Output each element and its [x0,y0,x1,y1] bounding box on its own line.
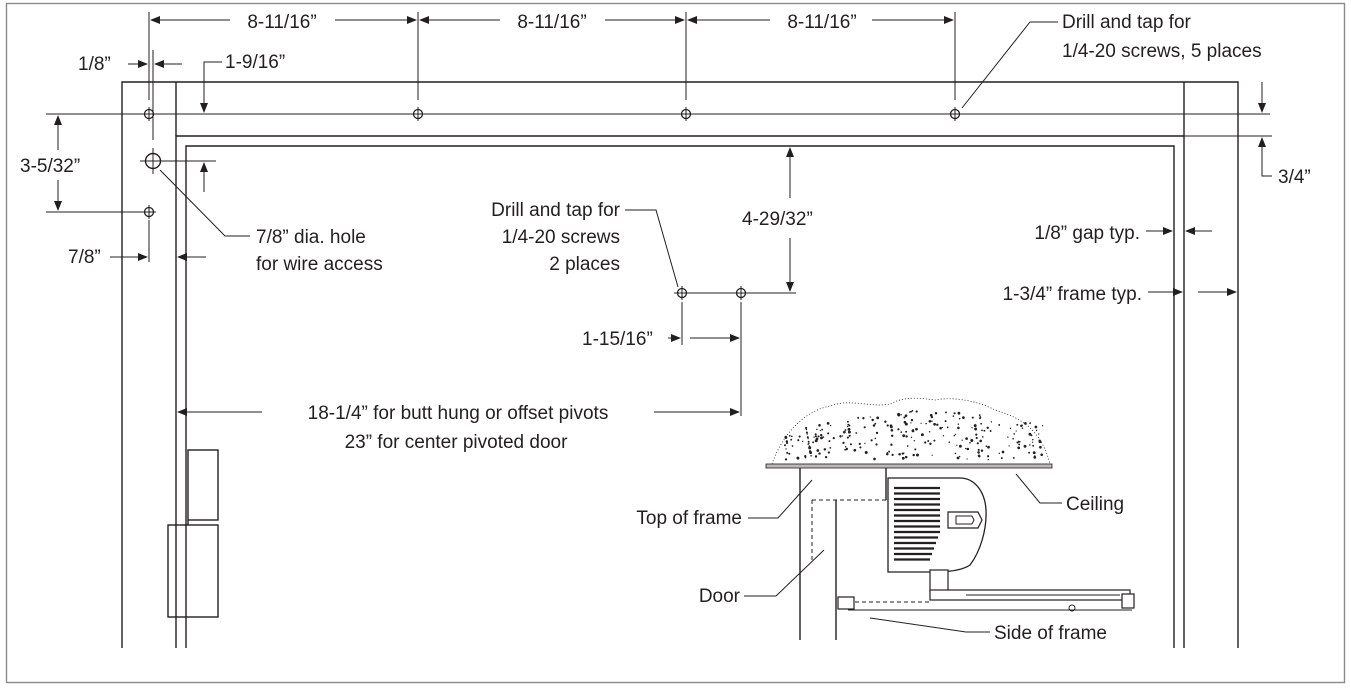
door-frame [121,81,1270,648]
hole-line1: 7/8” dia. hole [256,227,366,248]
dim-top-2: 8-11/16” [517,12,586,33]
callout-ceiling: Ceiling [1015,473,1124,515]
drill-tap-2-line3: 2 places [549,254,620,275]
door-closer-icon [799,468,1135,640]
dim-one-eighth-label: 1/8” [78,54,111,75]
drill-tap-5-line1: Drill and tap for [1062,12,1192,33]
screw-hole-icon [678,106,694,122]
frame-typ: 1-3/4” frame typ. [1003,284,1142,305]
dim-frame: 1-3/4” frame typ. [1003,284,1237,305]
screw-hole-icon [674,285,690,301]
page-border [5,2,1346,684]
dim-4-29-32: 4-29/32” [742,147,813,292]
dim-3-5-32: 3-5/32” [20,113,146,213]
ceiling-label: Ceiling [1066,494,1124,515]
drill-tap-2-line1: Drill and tap for [491,200,621,221]
callout-side-of-frame: Side of frame [869,617,1107,644]
dim-1-15-16-label: 1-15/16” [582,329,653,350]
callout-drill-tap-5: Drill and tap for 1/4-20 screws, 5 place… [961,12,1262,109]
dim-one-eighth: 1/8” [78,50,182,140]
dim-4-29-32-label: 4-29/32” [742,209,813,230]
dim-3-4-label: 3/4” [1278,167,1311,188]
dim-1-15-16: 1-15/16” [582,302,742,416]
callout-drill-tap-2: Drill and tap for 1/4-20 screws 2 places [491,200,679,288]
ceiling-texture-icon [765,397,1053,469]
hinge-icon [167,449,219,618]
top-of-frame-label: Top of frame [636,508,742,529]
dim-gap: 1/8” gap typ. [1034,223,1212,244]
callout-door: Door [699,549,825,607]
dim-one-9-16: 1-9/16” [200,52,285,192]
wire-hole-icon [140,148,216,174]
side-of-frame-label: Side of frame [994,623,1107,644]
callout-wire-hole: 7/8” dia. hole for wire access [159,169,383,275]
drill-tap-2-line2: 1/4-20 screws [502,227,620,248]
dim-one-9-16-label: 1-9/16” [225,52,285,73]
screw-hole-icon [410,106,426,122]
top-dimensions: 8-11/16” 8-11/16” 8-11/16” [148,12,956,100]
dim-butt-hung: 18-1/4” for butt hung or offset pivots 2… [177,403,740,453]
screw-hole-icon [733,285,749,301]
gap-typ: 1/8” gap typ. [1034,223,1140,244]
dim-top-3: 8-11/16” [787,12,856,33]
dim-7-8: 7/8” [68,220,206,268]
drill-tap-5-line2: 1/4-20 screws, 5 places [1062,41,1262,62]
hole-line2: for wire access [256,254,383,275]
butt-line1: 18-1/4” for butt hung or offset pivots [308,403,609,424]
dim-3-4: 3/4” [1184,82,1311,188]
dim-3-5-32-label: 3-5/32” [20,156,80,177]
butt-line2: 23” for center pivoted door [345,432,569,453]
screw-hole-icon [947,106,963,122]
dim-top-1: 8-11/16” [247,12,316,33]
dim-7-8-label: 7/8” [68,247,101,268]
callout-top-of-frame: Top of frame [636,479,813,529]
door-label: Door [699,586,741,607]
